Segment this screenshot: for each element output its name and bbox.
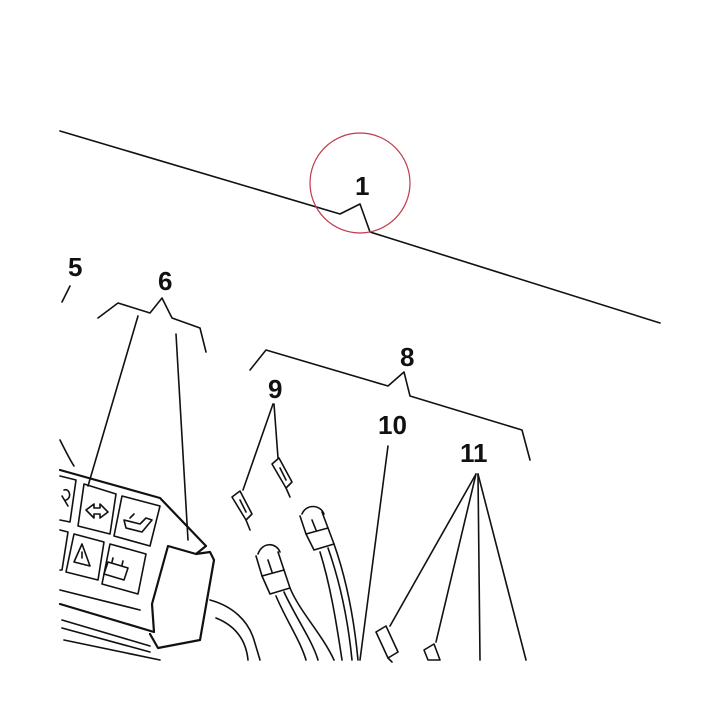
leader-line-10 [359, 445, 389, 661]
callout-11: 11 [460, 438, 488, 468]
oil-can-icon [123, 513, 153, 533]
bracket-6 [97, 297, 207, 353]
turn-signal-icon [85, 503, 109, 519]
bulb-socket-11a [375, 625, 399, 663]
connector-10a [255, 543, 335, 661]
terminal-9b [271, 457, 293, 498]
callout-1: 1 [355, 171, 369, 201]
leader-line-5 [61, 285, 71, 303]
bracket-8 [249, 349, 531, 461]
leader-line-11c [477, 473, 481, 661]
leader-line-11b [435, 473, 477, 643]
leader-line-9a [242, 403, 274, 491]
housing-outline [209, 599, 261, 661]
leader-line-9b [273, 403, 279, 459]
bulb-socket-11b [423, 643, 441, 661]
highlight-circle [309, 132, 411, 234]
callout-5: 5 [68, 252, 82, 282]
callout-6: 6 [158, 266, 172, 296]
warning-light-panel [58, 439, 216, 661]
harness-line-item-1 [59, 130, 661, 324]
warning-triangle-icon [73, 543, 91, 567]
callout-10: 10 [378, 410, 407, 440]
leader-line-11a [389, 473, 477, 627]
connector-10b [299, 505, 359, 661]
terminal-9a [231, 490, 253, 531]
callout-8: 8 [400, 342, 414, 372]
bulb-icon [61, 488, 71, 507]
leader-line-11d [477, 473, 527, 661]
callout-9: 9 [268, 374, 282, 404]
leader-line-6b [175, 333, 189, 541]
battery-icon [103, 557, 129, 581]
leader-line-6a [87, 315, 139, 487]
